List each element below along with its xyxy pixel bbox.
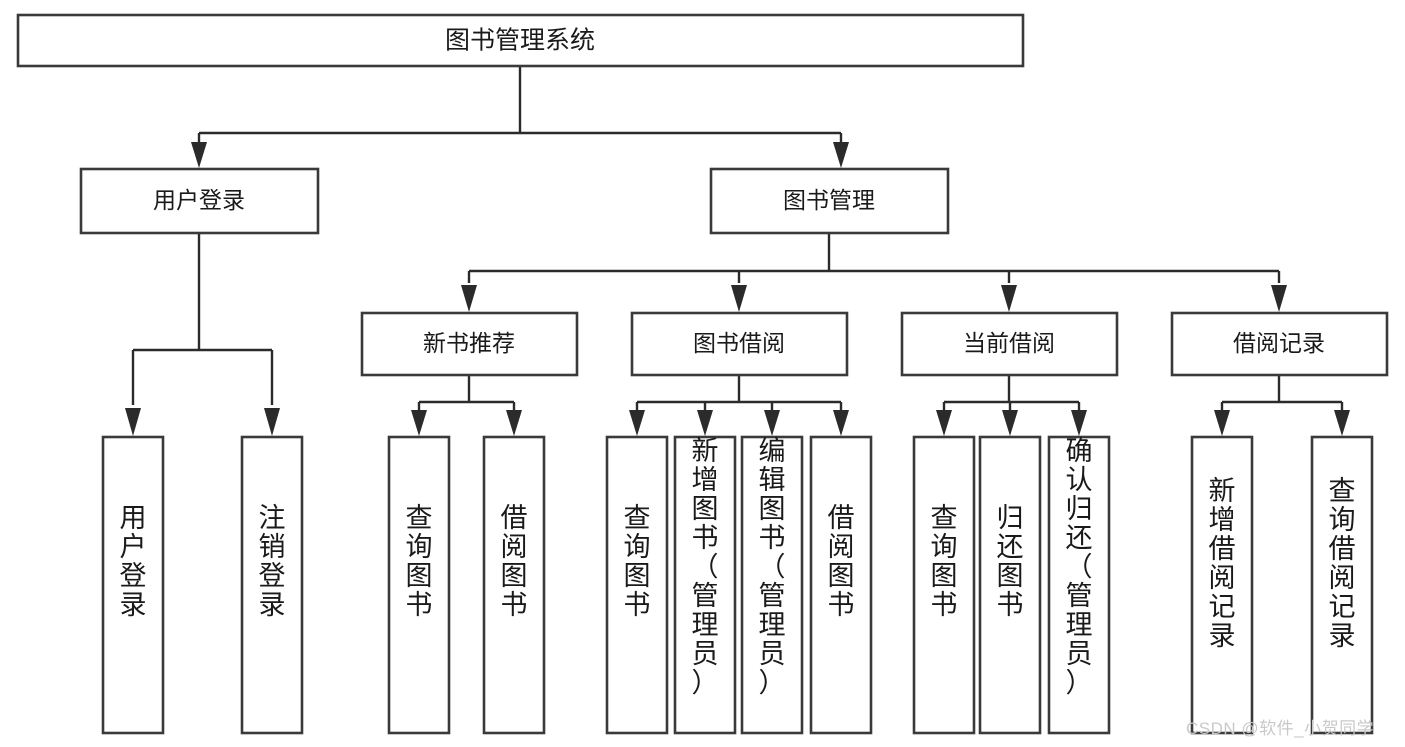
node-book-borrow-label: 图书借阅 xyxy=(693,330,785,356)
node-user-login-label: 用户登录 xyxy=(153,187,245,213)
node-leaf-query-book-current[interactable]: 查询图书 xyxy=(912,435,976,735)
node-leaf-query-book-recommend[interactable]: 查询图书 xyxy=(387,435,451,735)
node-leaf-edit-book-admin-label: 编辑图书（管理员） xyxy=(759,436,786,698)
node-current-borrow[interactable]: 当前借阅 xyxy=(900,311,1119,377)
node-leaf-edit-book-admin[interactable]: 编辑图书（管理员） xyxy=(740,435,804,735)
node-leaf-query-borrow-record-label: 查询借阅记录 xyxy=(1329,476,1356,651)
node-leaf-borrow-book-label: 借阅图书 xyxy=(828,503,855,620)
connector-book-borrow-to-leaves xyxy=(629,376,849,436)
node-root-label: 图书管理系统 xyxy=(445,27,595,55)
node-leaf-query-borrow-record[interactable]: 查询借阅记录 xyxy=(1310,435,1374,735)
node-leaf-add-borrow-record-label: 新增借阅记录 xyxy=(1209,476,1236,651)
connector-current-borrow-to-leaves xyxy=(936,376,1087,436)
node-leaf-borrow-book-recommend-label: 借阅图书 xyxy=(501,503,528,620)
connector-user-login-to-leaves xyxy=(125,234,280,436)
node-leaf-logout[interactable]: 注销登录 xyxy=(240,435,304,735)
node-root-system[interactable]: 图书管理系统 xyxy=(16,13,1025,68)
node-leaf-confirm-return-admin-label: 确认归还（管理员） xyxy=(1066,436,1093,698)
node-leaf-return-book-label: 归还图书 xyxy=(997,503,1024,620)
connector-borrow-record-to-leaves xyxy=(1214,376,1350,436)
node-leaf-logout-label: 注销登录 xyxy=(259,503,286,620)
node-book-borrow[interactable]: 图书借阅 xyxy=(630,311,849,377)
node-borrow-record-label: 借阅记录 xyxy=(1233,330,1325,356)
node-book-management[interactable]: 图书管理 xyxy=(709,167,950,235)
node-current-borrow-label: 当前借阅 xyxy=(963,330,1055,356)
node-leaf-query-book-recommend-label: 查询图书 xyxy=(406,503,433,620)
node-new-book-recommend-label: 新书推荐 xyxy=(423,330,515,356)
node-leaf-add-book-admin[interactable]: 新增图书（管理员） xyxy=(673,435,737,735)
node-borrow-record[interactable]: 借阅记录 xyxy=(1170,311,1389,377)
node-new-book-recommend[interactable]: 新书推荐 xyxy=(360,311,579,377)
node-user-login[interactable]: 用户登录 xyxy=(79,167,320,235)
csdn-watermark: CSDN @软件_小贺同学 xyxy=(1186,719,1375,738)
node-leaf-add-borrow-record[interactable]: 新增借阅记录 xyxy=(1190,435,1254,735)
node-leaf-user-login[interactable]: 用户登录 xyxy=(101,435,165,735)
node-leaf-user-login-label: 用户登录 xyxy=(120,503,147,620)
connector-level2-to-level3 xyxy=(461,234,1287,312)
node-leaf-add-book-admin-label: 新增图书（管理员） xyxy=(692,436,719,698)
node-book-management-label: 图书管理 xyxy=(783,187,875,213)
connector-new-book-to-leaves xyxy=(411,376,522,436)
node-leaf-borrow-book[interactable]: 借阅图书 xyxy=(809,435,873,735)
node-leaf-query-book-borrow[interactable]: 查询图书 xyxy=(605,435,669,735)
node-leaf-borrow-book-recommend[interactable]: 借阅图书 xyxy=(482,435,546,735)
node-leaf-query-book-current-label: 查询图书 xyxy=(931,503,958,620)
node-leaf-confirm-return-admin[interactable]: 确认归还（管理员） xyxy=(1047,435,1111,735)
node-leaf-return-book[interactable]: 归还图书 xyxy=(978,435,1042,735)
connector-root-to-level2 xyxy=(191,66,849,168)
node-leaf-query-book-borrow-label: 查询图书 xyxy=(624,503,651,620)
